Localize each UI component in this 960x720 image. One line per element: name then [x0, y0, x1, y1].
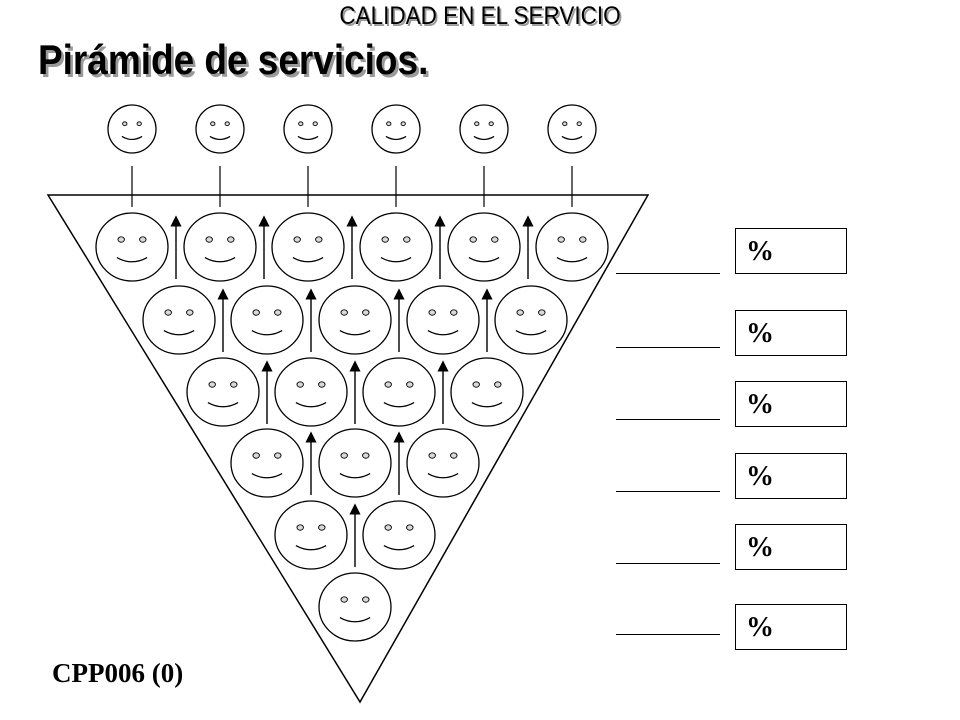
pyramid-smiley-face	[230, 428, 304, 498]
pyramid-smiley-face	[535, 212, 609, 282]
top-smiley-face	[107, 104, 157, 154]
pyramid-smiley-face	[183, 212, 257, 282]
pyramid-smiley-face	[450, 357, 524, 427]
pyramid-smiley-face	[274, 357, 348, 427]
percent-box: %	[735, 604, 847, 650]
percent-box: %	[735, 524, 847, 570]
percent-box: %	[735, 310, 847, 356]
blank-answer-line	[616, 563, 720, 564]
pyramid-smiley-face	[406, 428, 480, 498]
blank-answer-line	[616, 634, 720, 635]
pyramid-smiley-face	[362, 500, 436, 570]
pyramid-smiley-face	[95, 212, 169, 282]
pyramid-smiley-face	[447, 212, 521, 282]
top-smiley-face	[371, 104, 421, 154]
percent-box: %	[735, 381, 847, 427]
pyramid-smiley-face	[142, 285, 216, 355]
pyramid-smiley-face	[274, 500, 348, 570]
pyramid-smiley-face	[318, 428, 392, 498]
blank-answer-line	[616, 347, 720, 348]
pyramid-smiley-face	[318, 572, 392, 642]
document-code: CPP006 (0)	[52, 658, 184, 688]
top-smiley-face	[547, 104, 597, 154]
pyramid-smiley-face	[271, 212, 345, 282]
top-smiley-face	[195, 104, 245, 154]
slide-header: CALIDAD EN EL SERVICIO	[339, 2, 621, 30]
slide-title: Pirámide de servicios.	[38, 36, 429, 83]
blank-answer-line	[616, 273, 720, 274]
inverted-triangle	[46, 194, 650, 704]
pyramid-smiley-face	[230, 285, 304, 355]
top-smiley-face	[283, 104, 333, 154]
pyramid-smiley-face	[318, 285, 392, 355]
pyramid-smiley-face	[362, 357, 436, 427]
blank-answer-line	[616, 419, 720, 420]
top-smiley-face	[459, 104, 509, 154]
blank-answer-line	[616, 491, 720, 492]
percent-box: %	[735, 453, 847, 499]
pyramid-smiley-face	[186, 357, 260, 427]
pyramid-smiley-face	[359, 212, 433, 282]
percent-box: %	[735, 228, 847, 274]
pyramid-smiley-face	[406, 285, 480, 355]
pyramid-smiley-face	[494, 285, 568, 355]
